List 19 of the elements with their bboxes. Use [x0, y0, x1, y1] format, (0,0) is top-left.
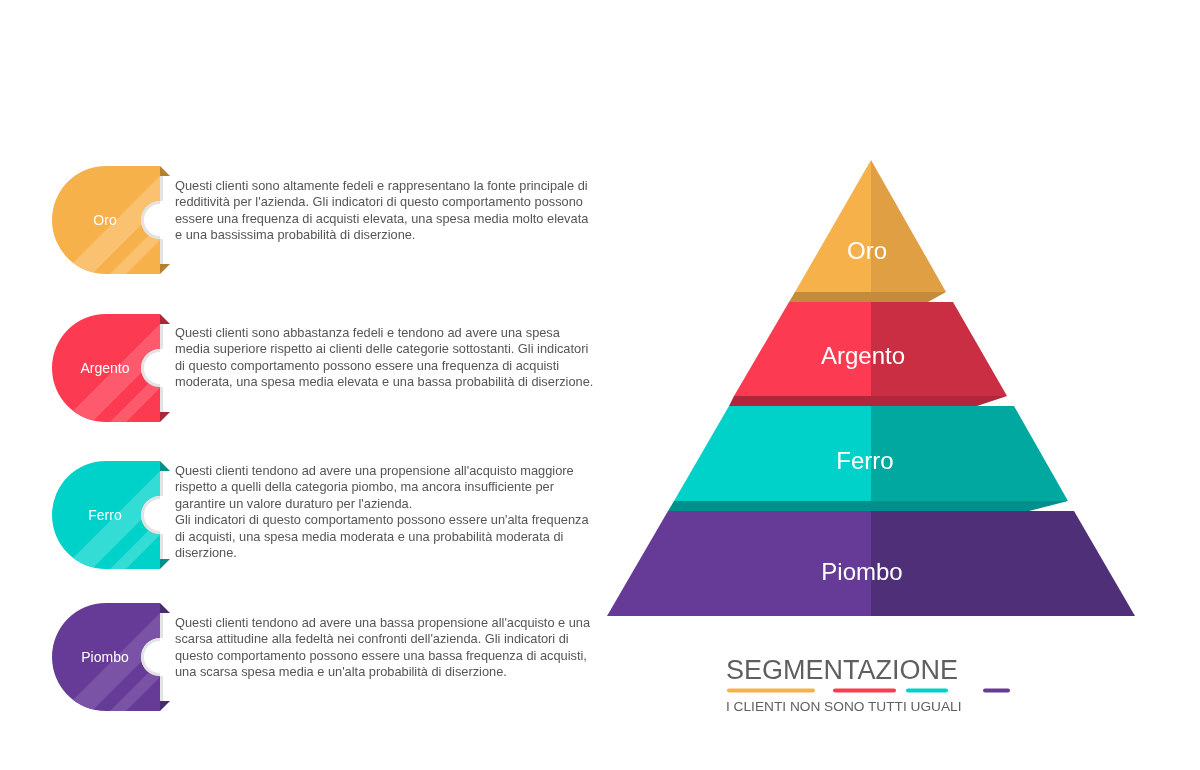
description-text: Questi clienti sono abbastanza fedeli e tendono ad avere una spesa media superiore rispetto ai clienti delle categorie sottostanti. Gli indicatori di questo comportamento possono essere una frequenza di acquisti moderata, una spesa media elevata e una bassa probabilità di diserzione. — [175, 325, 595, 391]
description-text: Gli indicatori di questo comportamento possono essere un'alta frequenza di acquisti, una spesa media moderata e una probabilità moderata di diserzione. — [175, 512, 590, 562]
pyramid-tier — [729, 302, 1007, 406]
description-text: Questi clienti sono altamente fedeli e rappresentano la fonte principale di redditività per l'azienda. Gli indicatori di questo comportamento possono essere una frequenza di acquisti elevata, una spesa media molto elevata e una bassissima probabilità di diserzione. — [175, 178, 590, 244]
subtitle: I CLIENTI NON SONO TUTTI UGUALI — [726, 699, 962, 715]
pyramid-tier — [789, 160, 946, 302]
title: SEGMENTAZIONE — [726, 655, 959, 685]
pyramid-tier — [668, 406, 1068, 511]
category-label: Ferro — [836, 446, 894, 474]
category-label: Oro — [847, 236, 887, 264]
pyramid-tier — [607, 511, 1135, 616]
category-label: Ferro — [88, 507, 122, 523]
category-label: Argento — [80, 360, 130, 376]
description-text: Questi clienti tendono ad avere una propensione all'acquisto maggiore rispetto a quelli della categoria piombo, ma ancora insufficiente per garantire un valore duraturo per l'azienda. — [175, 463, 575, 513]
category-label: Oro — [93, 212, 117, 228]
description-text: Questi clienti tendono ad avere una bassa propensione all'acquisto e una scarsa attitudine alla fedeltà nei confronti dell'azienda. Gli indicatori di questo comportamento possono essere una bassa frequenza di acquisti, una scarsa spesa media e un'alta probabilità di diserzione. — [175, 615, 592, 681]
category-label: Argento — [820, 341, 906, 369]
category-label: Piombo — [81, 649, 129, 665]
category-label: Piombo — [821, 557, 903, 585]
